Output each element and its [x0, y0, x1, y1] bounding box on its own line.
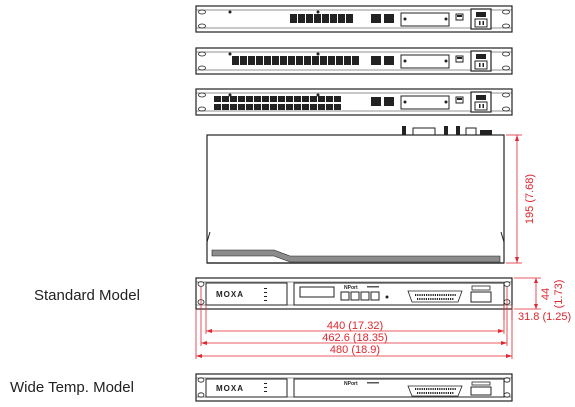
top-view [206, 126, 505, 264]
rear-panel-view-2 [195, 47, 513, 75]
model-label-standard: Standard Model [34, 287, 140, 304]
height-dimension-inch-label: (1.73) [553, 280, 565, 309]
wide-temp-brand-logo: MOXA [216, 384, 244, 393]
width-holes-label: 462.6 (18.35) [322, 332, 387, 344]
rear-panel-view-3 [195, 88, 513, 116]
model-label-wide-temp: Wide Temp. Model [10, 379, 134, 396]
width-body-label: 440 (17.32) [327, 320, 383, 332]
height-dimension-label: 44 [540, 288, 552, 300]
bracket-dimension-label: 31.8 (1.25) [518, 311, 571, 323]
standard-model-front-view: MOXA NPort [195, 277, 513, 310]
serial-port-row-2 [232, 56, 359, 65]
standard-product-label: NPort [344, 285, 358, 291]
depth-dimension: 195 (7.68) [506, 134, 536, 264]
standard-brand-logo: MOXA [216, 290, 244, 299]
mounting-hole-icon [197, 281, 205, 287]
width-total-label: 480 (18.9) [330, 344, 380, 356]
depth-dimension-label: 195 (7.68) [524, 174, 536, 224]
height-dimension: 44 (1.73) [514, 277, 565, 310]
serial-port-row-1 [290, 14, 353, 23]
wide-temp-product-label: NPort [344, 381, 358, 387]
rear-panel-view-1 [195, 5, 513, 33]
width-dimensions: 440 (17.32) 462.6 (18.35) 480 (18.9) [195, 287, 513, 359]
wide-temp-model-front-view: MOXA NPort [195, 373, 513, 402]
serial-port-row-3 [214, 96, 341, 110]
